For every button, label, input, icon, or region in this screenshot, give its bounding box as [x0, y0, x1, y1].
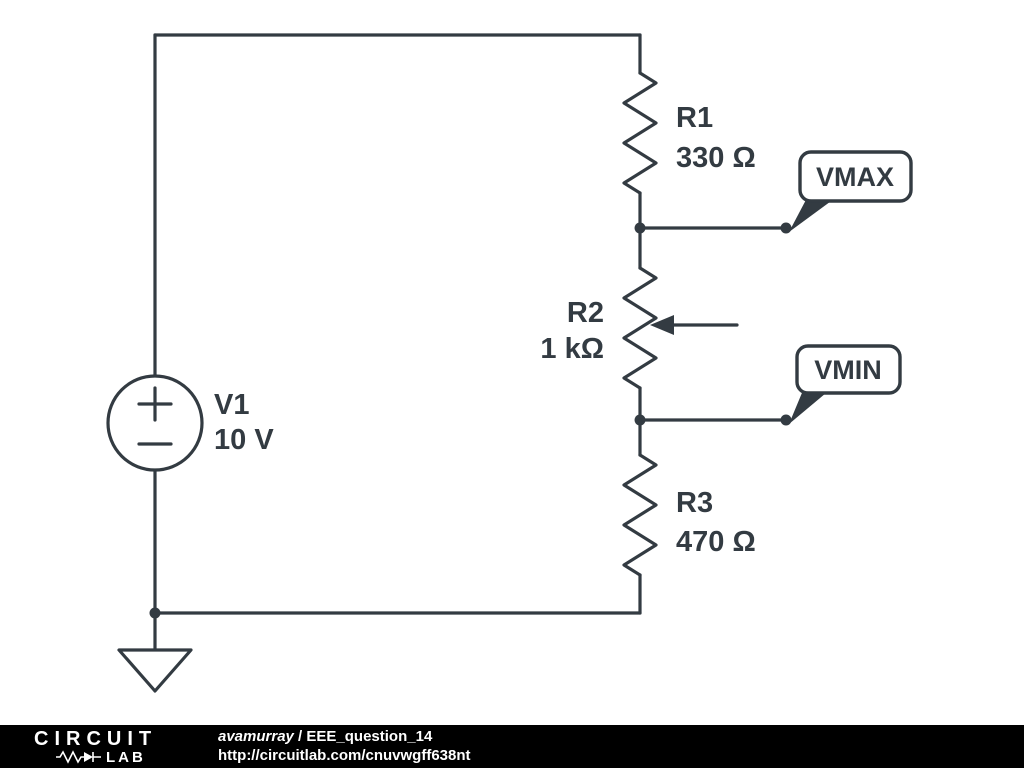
schematic-title: avamurray / EEE_question_14: [218, 728, 471, 746]
resistor-zigzag: [622, 453, 658, 577]
voltage-source-v1: V1 10 V: [106, 374, 274, 472]
r1-name-label: R1: [676, 102, 713, 134]
resistor-diode-icon: [56, 750, 101, 764]
r3-name-label: R3: [676, 487, 713, 519]
node-vmax: [634, 222, 792, 234]
footer-text: avamurray / EEE_question_14 http://circu…: [218, 728, 471, 765]
author-name: avamurray: [218, 728, 294, 746]
junction-dot: [780, 414, 792, 426]
r1-value-label: 330 Ω: [676, 142, 756, 174]
schematic-url[interactable]: http://circuitlab.com/cnuvwgff638nt: [218, 746, 471, 764]
r2-value-label: 1 kΩ: [540, 333, 604, 365]
flag-tail: [789, 196, 838, 232]
title-separator: /: [293, 728, 307, 746]
schematic-canvas: V1 10 V R1 330 Ω VMAX: [106, 33, 913, 693]
ground-symbol: [117, 607, 193, 693]
flag-tail: [789, 388, 832, 424]
circuitlab-logo: CIRCUIT LAB: [34, 729, 184, 765]
resistor-zigzag: [622, 71, 658, 195]
junction-dot: [780, 222, 792, 234]
source-name-label: V1: [214, 389, 249, 421]
logo-text-lab: LAB: [106, 748, 146, 766]
flag-vmax: VMAX: [789, 150, 913, 232]
flag-box: [798, 150, 913, 203]
resistor-r1: R1 330 Ω: [622, 33, 756, 230]
flag-box: [795, 344, 902, 395]
vmax-label: VMAX: [816, 162, 894, 192]
project-name: EEE_question_14: [306, 728, 433, 746]
flag-vmin: VMIN: [789, 344, 902, 424]
r3-value-label: 470 Ω: [676, 526, 756, 558]
r2-name-label: R2: [567, 297, 604, 329]
node-vmin: [634, 414, 792, 426]
resistor-zigzag: [622, 266, 658, 390]
wiper-arrowhead: [650, 315, 674, 335]
footer-bar: CIRCUIT LAB avamurray / EEE_question_14 …: [0, 725, 1024, 768]
logo-text-circuit: CIRCUIT: [34, 727, 158, 750]
potentiometer-r2: R2 1 kΩ: [540, 226, 739, 422]
vmin-label: VMIN: [814, 355, 882, 385]
resistor-r3: R3 470 Ω: [622, 418, 756, 615]
source-value-label: 10 V: [214, 424, 274, 456]
plus-sign: [137, 386, 173, 422]
